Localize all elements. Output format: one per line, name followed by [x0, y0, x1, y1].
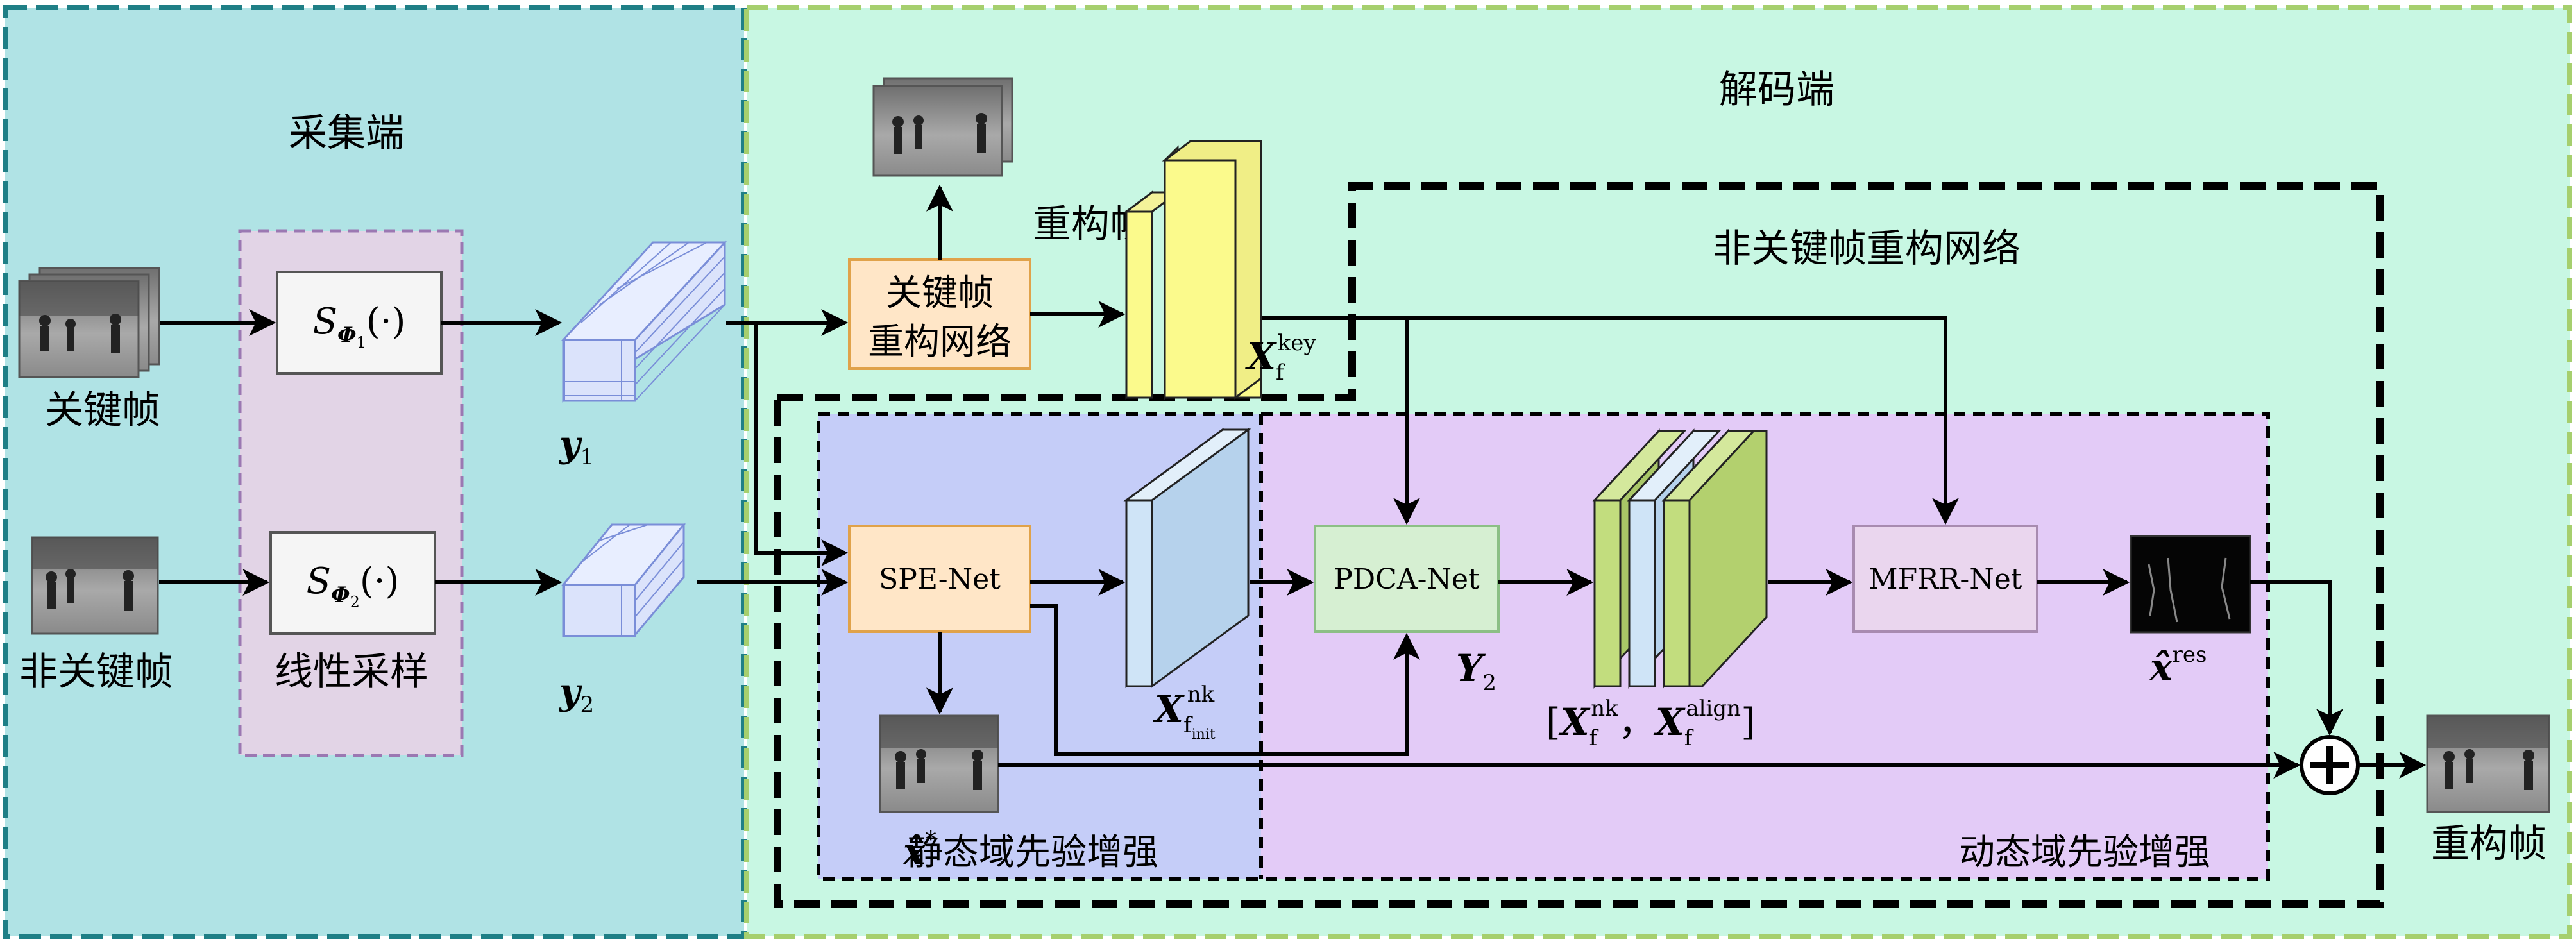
xf-init-label: Xfinitnk [1152, 682, 1216, 743]
output-thumbnail [2426, 714, 2550, 813]
x-star-label: x̂* [902, 827, 936, 873]
sampling-op-1-text: SΦ1(·) [313, 301, 406, 351]
connections [159, 184, 2427, 779]
feature-block-xf-key [1123, 140, 1262, 401]
sum-node [2300, 735, 2360, 795]
mfrr-net-label: MFRR-Net [1869, 563, 2022, 596]
x-res-thumbnail [2130, 535, 2251, 634]
pdca-net-label: PDCA-Net [1334, 563, 1480, 596]
nonkey-net-title: 非关键帧重构网络 [1713, 226, 2021, 271]
concat-label: [Xfnk，Xfalign] [1546, 696, 1756, 751]
key-frame-label: 关键帧 [45, 388, 160, 433]
linear-sampling-label: 线性采样 [275, 650, 428, 695]
key-recon-net-box [848, 258, 1031, 370]
acquisition-title: 采集端 [289, 111, 404, 156]
key-recon-net-line2: 重构网络 [868, 321, 1012, 363]
measurement-cube-y1 [561, 240, 727, 403]
sampling-op-2 [269, 531, 436, 635]
nonkey-frame-label: 非关键帧 [19, 650, 173, 695]
measurement-cube-y2 [561, 523, 686, 637]
dynamic-prior-label: 动态域先验增强 [1959, 832, 2210, 873]
nonkey-frame-thumbnail [31, 536, 159, 635]
x-star-thumbnail [879, 714, 999, 813]
xf-key-label: Xfkey [1244, 330, 1316, 385]
static-prior-label: 静态域先验增强 [907, 832, 1158, 873]
key-frame-thumbnail [18, 267, 160, 378]
mfrr-net-box[interactable] [1852, 525, 2038, 633]
decoder-title: 解码端 [1719, 67, 1835, 112]
feature-block-concat [1592, 428, 1768, 689]
output-label: 重构帧 [2431, 822, 2546, 866]
y1-label: y1 [558, 423, 594, 470]
sampling-op-2-text: SΦ2(·) [307, 560, 400, 611]
sampling-op-1 [276, 271, 443, 375]
feature-block-xf-init [1123, 428, 1251, 688]
key-recon-net-line1: 关键帧 [886, 273, 994, 314]
x-res-label: x̂res [2149, 642, 2207, 689]
nonkey-net-outline [774, 182, 2384, 908]
Y2-label: Y2 [1456, 646, 1496, 696]
key-recon-thumbnail [872, 77, 1013, 177]
y2-label: y2 [558, 671, 594, 718]
prior-panels-outline [817, 412, 2270, 881]
spe-net-label: SPE-Net [879, 563, 1001, 596]
pdca-net-box[interactable] [1314, 525, 1500, 633]
